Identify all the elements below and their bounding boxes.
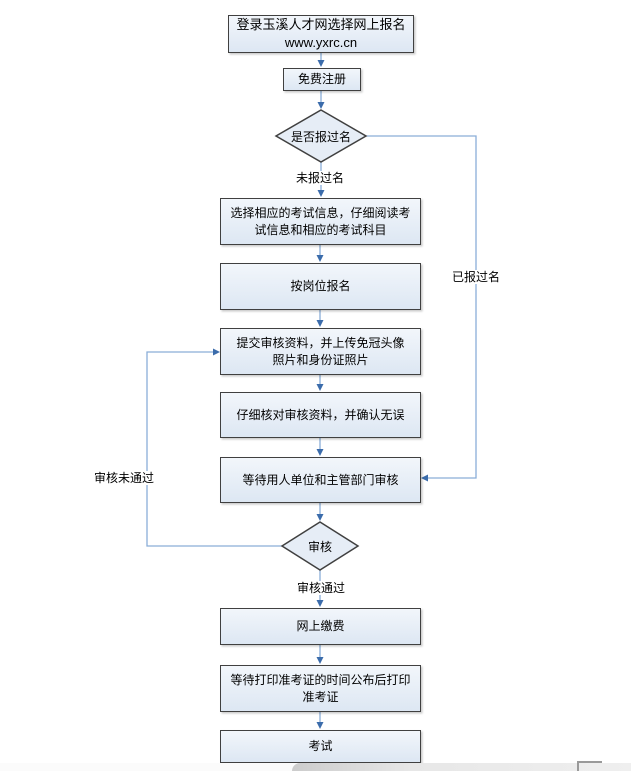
node-print-admission: 等待打印准考证的时间公布后打印 准考证 [220,665,421,712]
node-exam: 考试 [220,730,421,763]
node-submit-materials-line2: 照片和身份证照片 [272,352,369,367]
arrowhead-down-icon [316,600,324,607]
arrowhead-left-icon [421,474,428,482]
arrowhead-down-icon [316,722,324,729]
arrowhead-down-icon [316,320,324,327]
node-submit-materials-line1: 提交审核资料，并上传免冠头像 [236,335,405,350]
decision-shapes [274,109,368,571]
node-select-exam-line1: 选择相应的考试信息，仔细阅读考 [230,205,411,220]
arrowhead-down-icon [317,190,325,197]
node-register: 免费注册 [283,68,361,91]
arrowhead-down-icon [316,255,324,262]
window-bottom-shade [292,763,631,771]
window-corner-outline [577,761,602,771]
node-exam-label: 考试 [308,739,333,753]
node-start-line1: 登录玉溪人才网选择网上报名 [236,17,406,32]
node-apply-by-post-label: 按岗位报名 [290,279,351,293]
node-select-exam: 选择相应的考试信息，仔细阅读考 试信息和相应的考试科目 [220,198,421,245]
node-print-admission-line1: 等待打印准考证的时间公布后打印 [230,672,411,687]
node-register-label: 免费注册 [297,72,346,86]
node-start: 登录玉溪人才网选择网上报名 www.yxrc.cn [228,15,414,53]
arrowhead-down-icon [316,449,324,456]
node-apply-by-post: 按岗位报名 [220,263,421,310]
edge-review-failed-loop [146,351,282,547]
decision-review-diamond [280,521,360,571]
node-pay-online: 网上缴费 [220,608,421,645]
node-submit-materials: 提交审核资料，并上传免冠头像 照片和身份证照片 [220,328,421,375]
edge-lines [146,53,477,722]
decision-registered-diamond [274,109,368,163]
edge-label-review-failed: 审核未通过 [92,471,157,485]
node-start-line2: www.yxrc.cn [284,35,358,50]
arrowhead-down-icon [317,102,325,109]
node-wait-review: 等待用人单位和主管部门审核 [220,457,421,503]
arrowhead-down-icon [317,60,325,67]
edge-registered-loop [366,135,477,479]
arrowhead-down-icon [316,657,324,664]
edge-label-review-passed: 审核通过 [295,581,348,595]
arrowhead-down-icon [316,384,324,391]
node-print-admission-line2: 准考证 [302,689,339,704]
arrowhead-right-icon [213,348,220,356]
arrowhead-down-icon [316,514,324,521]
node-select-exam-line2: 试信息和相应的考试科目 [254,222,387,237]
edge-label-not-registered: 未报过名 [294,171,347,185]
node-check-materials: 仔细核对审核资料，并确认无误 [220,392,421,438]
node-pay-online-label: 网上缴费 [296,619,345,633]
node-wait-review-label: 等待用人单位和主管部门审核 [242,472,399,487]
edge-arrowheads [213,60,428,729]
node-check-materials-label: 仔细核对审核资料，并确认无误 [236,407,405,422]
edge-label-registered: 已报过名 [450,270,503,284]
